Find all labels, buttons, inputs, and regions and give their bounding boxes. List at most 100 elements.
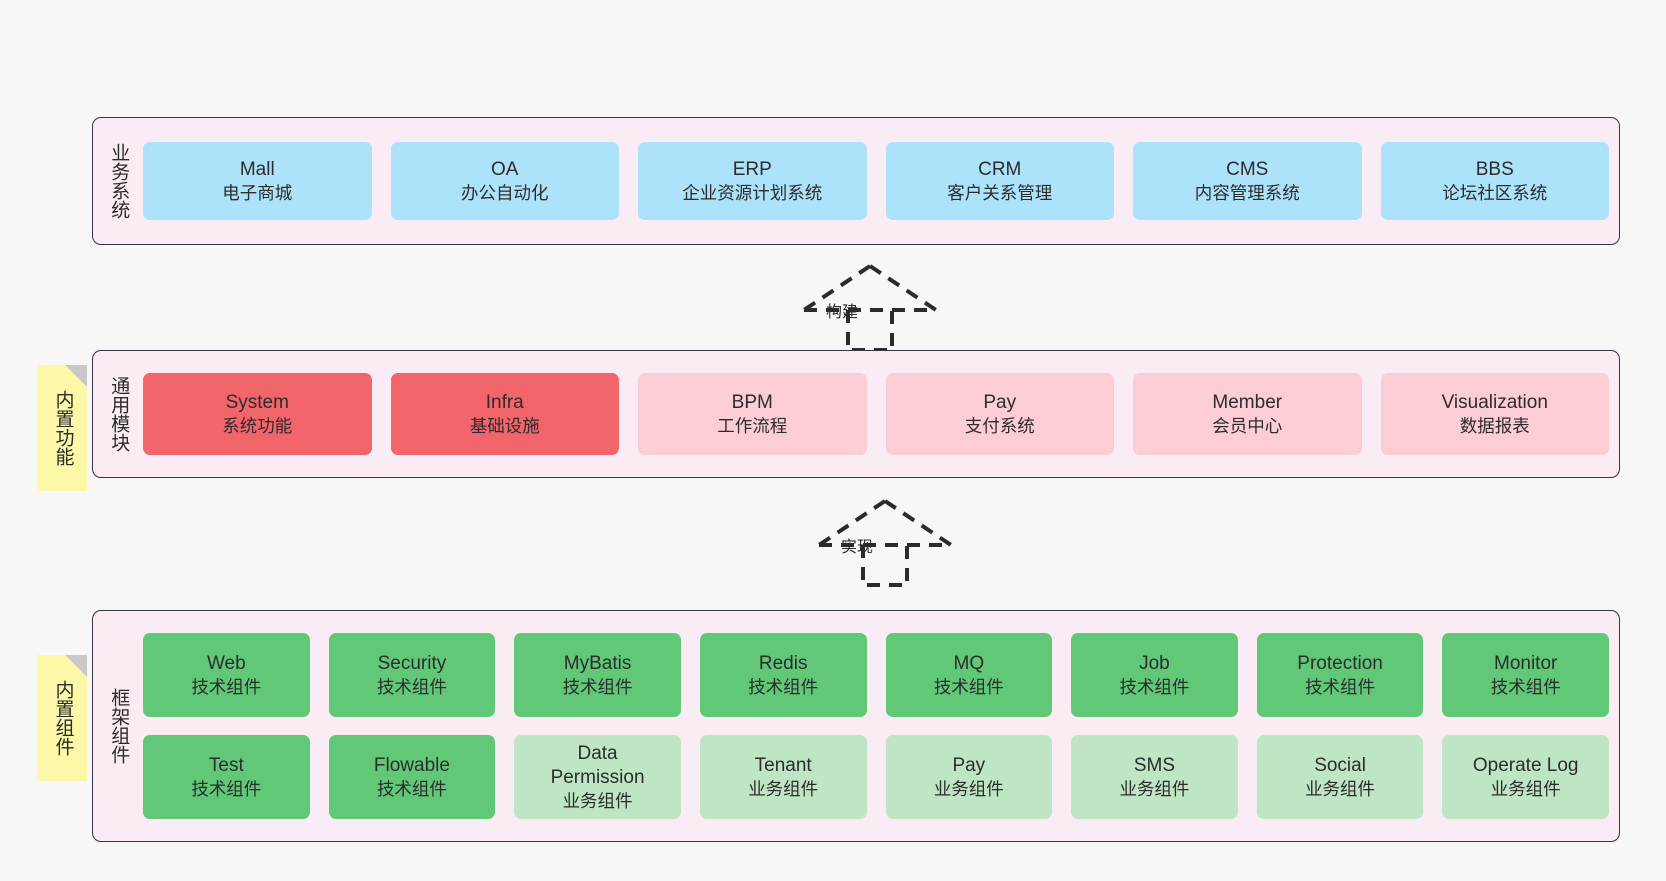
card-bpm[interactable]: BPM 工作流程 [638,373,867,455]
card-title: CRM [978,159,1022,180]
card-redis[interactable]: Redis 技术组件 [699,633,867,717]
sticky-note-builtin-functions: 内置功能 [37,365,87,491]
sticky-fold-corner-icon [65,655,87,677]
card-subtitle: 技术组件 [562,676,633,697]
card-title: Protection [1297,653,1383,674]
card-title: CMS [1226,159,1269,180]
card-subtitle: 业务组件 [1490,778,1561,799]
card-bbs[interactable]: BBS 论坛社区系统 [1380,142,1609,220]
card-subtitle: 会员中心 [1212,415,1283,436]
card-web[interactable]: Web 技术组件 [143,633,310,717]
build-arrow-label: 构建 [826,304,859,321]
card-mall[interactable]: Mall 电子商城 [143,142,372,220]
layer-title-framework-components: 框架组件 [108,688,130,764]
implement-arrow-icon [817,499,953,587]
card-title: Visualization [1441,392,1548,413]
card-title: Infra [485,392,524,413]
card-row: Test 技术组件 Flowable 技术组件 Data Permission … [143,735,1609,819]
card-security[interactable]: Security 技术组件 [328,633,496,717]
sticky-fold-corner-icon [65,365,87,387]
card-title: Redis [758,653,808,674]
card-infra[interactable]: Infra 基础设施 [390,373,619,455]
card-subtitle: 办公自动化 [461,182,549,203]
card-subtitle: 技术组件 [1119,676,1190,697]
layer-body-business-systems: Mall 电子商城 OA 办公自动化 ERP 企业资源计划系统 CRM 客户关系… [143,118,1619,244]
card-mq[interactable]: MQ 技术组件 [885,633,1053,717]
sticky-note-label: 内置功能 [52,390,74,466]
card-subtitle: 内容管理系统 [1194,182,1300,203]
layer-body-framework-components: Web 技术组件 Security 技术组件 MyBatis 技术组件 Redi… [143,611,1619,841]
card-row: Mall 电子商城 OA 办公自动化 ERP 企业资源计划系统 CRM 客户关系… [143,142,1609,220]
layer-common-modules: 通用模块 System 系统功能 Infra 基础设施 BPM 工作流程 Pay… [92,350,1620,478]
card-subtitle: 工作流程 [717,415,788,436]
card-subtitle: 基础设施 [469,415,540,436]
card-subtitle: 技术组件 [1490,676,1561,697]
card-subtitle: 业务组件 [1305,778,1376,799]
card-subtitle: 业务组件 [748,778,819,799]
build-arrow-icon [802,264,938,352]
card-title: Member [1212,392,1283,413]
card-subtitle: 业务组件 [933,778,1004,799]
layer-business-systems: 业务系统 Mall 电子商城 OA 办公自动化 ERP 企业资源计划系统 CRM… [92,117,1620,245]
sticky-note-label: 内置组件 [52,680,74,756]
card-title: Security [377,653,447,674]
card-title: Operate Log [1472,755,1579,776]
layer-title-business-systems: 业务系统 [108,143,130,219]
layer-body-common-modules: System 系统功能 Infra 基础设施 BPM 工作流程 Pay 支付系统… [143,351,1619,477]
card-title: Pay [983,392,1017,413]
card-title: Social [1314,755,1366,776]
card-title: BPM [731,392,773,413]
card-test[interactable]: Test 技术组件 [143,735,310,819]
card-subtitle: 客户关系管理 [947,182,1053,203]
card-erp[interactable]: ERP 企业资源计划系统 [638,142,867,220]
card-pay-module[interactable]: Pay 支付系统 [885,373,1114,455]
implement-arrow: 实现 [810,497,960,587]
card-social[interactable]: Social 业务组件 [1256,735,1424,819]
implement-arrow-label: 实现 [841,539,874,556]
card-title: Tenant [754,755,812,776]
card-mybatis[interactable]: MyBatis 技术组件 [514,633,681,717]
card-subtitle: 技术组件 [191,778,262,799]
card-subtitle: 电子商城 [222,182,293,203]
card-cms[interactable]: CMS 内容管理系统 [1133,142,1362,220]
card-title: SMS [1133,755,1176,776]
card-subtitle: 技术组件 [748,676,819,697]
card-visualization[interactable]: Visualization 数据报表 [1380,373,1609,455]
card-title: Test [208,755,244,776]
card-protection[interactable]: Protection 技术组件 [1256,633,1424,717]
card-oa[interactable]: OA 办公自动化 [390,142,619,220]
card-title: Data Permission [550,743,645,788]
card-title: Web [206,653,246,674]
card-title: Monitor [1494,653,1558,674]
card-pay-component[interactable]: Pay 业务组件 [885,735,1053,819]
card-subtitle: 论坛社区系统 [1442,182,1548,203]
card-system[interactable]: System 系统功能 [143,373,372,455]
card-data-permission[interactable]: Data Permission 业务组件 [514,735,681,819]
card-title: OA [491,159,519,180]
card-subtitle: 业务组件 [1119,778,1190,799]
sticky-note-builtin-components: 内置组件 [37,655,87,781]
card-subtitle: 系统功能 [222,415,293,436]
card-title: Pay [952,755,986,776]
card-subtitle: 技术组件 [1305,676,1376,697]
card-title: Mall [239,159,275,180]
card-flowable[interactable]: Flowable 技术组件 [328,735,496,819]
card-monitor[interactable]: Monitor 技术组件 [1442,633,1609,717]
card-subtitle: 企业资源计划系统 [682,182,823,203]
card-operate-log[interactable]: Operate Log 业务组件 [1442,735,1609,819]
card-job[interactable]: Job 技术组件 [1071,633,1238,717]
card-title: Job [1139,653,1170,674]
card-crm[interactable]: CRM 客户关系管理 [885,142,1114,220]
card-tenant[interactable]: Tenant 业务组件 [699,735,867,819]
card-subtitle: 支付系统 [964,415,1035,436]
card-subtitle: 业务组件 [562,790,633,811]
build-arrow: 构建 [795,262,945,352]
card-member[interactable]: Member 会员中心 [1133,373,1362,455]
layer-framework-components: 框架组件 Web 技术组件 Security 技术组件 MyBatis 技术组件… [92,610,1620,842]
layer-title-common-modules: 通用模块 [108,376,130,452]
card-title: BBS [1475,159,1514,180]
card-row: Web 技术组件 Security 技术组件 MyBatis 技术组件 Redi… [143,633,1609,717]
card-title: MQ [953,653,985,674]
card-sms[interactable]: SMS 业务组件 [1071,735,1238,819]
